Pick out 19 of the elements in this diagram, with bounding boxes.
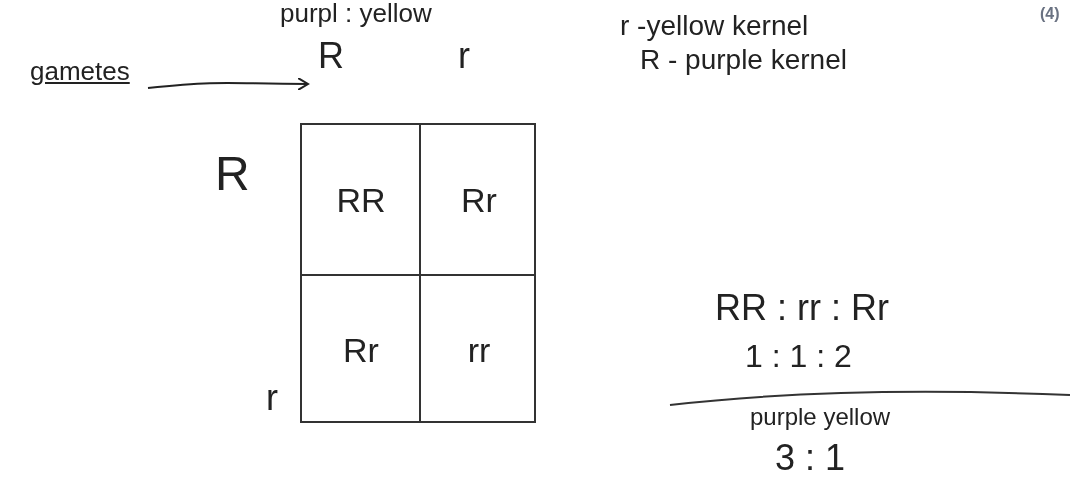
punnett-cell: Rr (420, 125, 538, 275)
column-gamete: R (318, 38, 344, 74)
punnett-cell: RR (302, 125, 420, 275)
row-gamete: r (266, 380, 278, 416)
column-gamete: r (458, 38, 470, 74)
gametes-label: gametes (30, 58, 130, 84)
ratio-numbers: 1 : 1 : 2 (745, 340, 852, 372)
punnett-cell: rr (420, 275, 538, 425)
allele-key: R - purple kernel (640, 46, 847, 74)
genotype-ratio: RR : rr : Rr (715, 290, 889, 326)
phenotype-text: purple yellow (750, 405, 891, 429)
row-gamete: R (215, 150, 250, 198)
ratio-text: purpl : yellow (280, 0, 432, 26)
punnett-cell: Rr (302, 275, 420, 425)
allele-key: r -yellow kernel (620, 12, 809, 40)
marks-text: (4) (1040, 6, 1060, 22)
punnett-square (300, 123, 536, 423)
arrow (147, 76, 309, 91)
phenotype-ratio: 3 : 1 (775, 440, 846, 476)
